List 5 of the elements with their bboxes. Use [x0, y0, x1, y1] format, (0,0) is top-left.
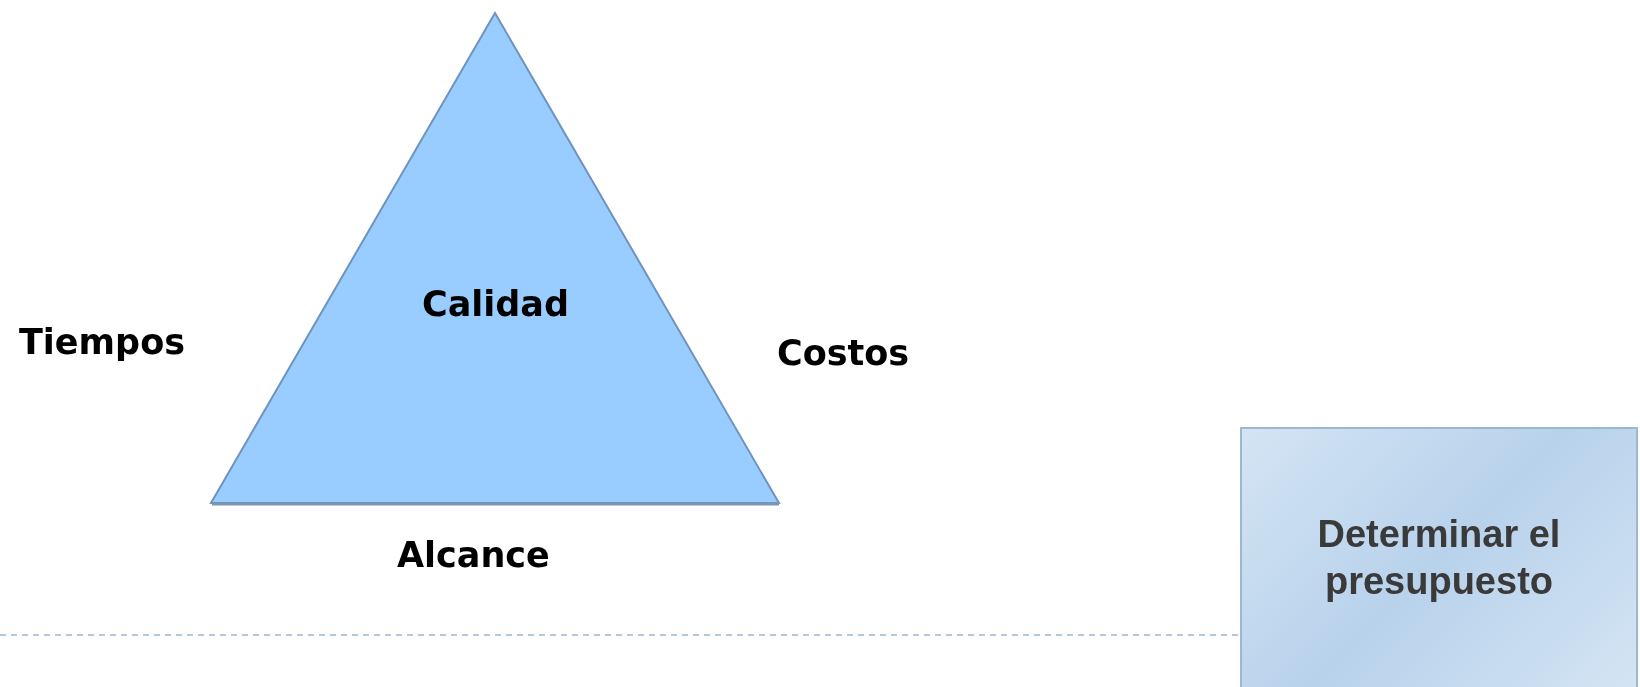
- side-label: Alcance: [397, 535, 550, 575]
- node-label: Calidad: [422, 284, 570, 324]
- process-box: Determinar el presupuesto: [1240, 427, 1638, 687]
- side-label: Tiempos: [19, 322, 185, 362]
- side-label: Costos: [777, 333, 910, 373]
